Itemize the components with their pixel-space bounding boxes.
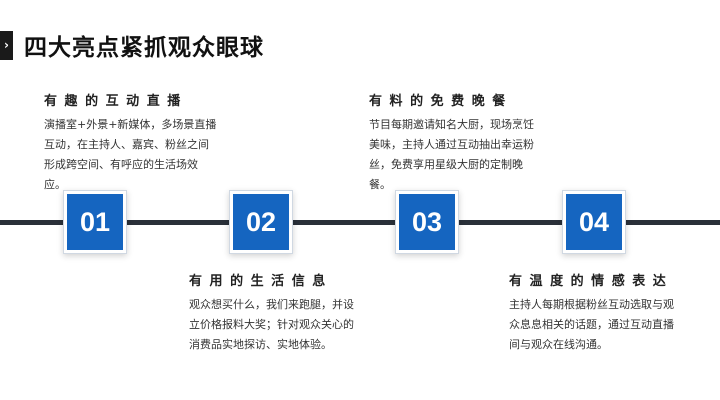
timeline-line bbox=[0, 220, 720, 225]
highlight-desc: 节目每期邀请知名大厨，现场烹饪美味，主持人通过互动抽出幸运粉丝，免费享用星级大厨… bbox=[369, 118, 534, 191]
highlight-title: 有趣的互动直播 bbox=[44, 94, 188, 109]
highlight-block-4: 有温度的情感表达 主持人每期根据粉丝互动选取与观众息息相关的话题，通过互动直播间… bbox=[509, 270, 684, 355]
page-title: 四大亮点紧抓观众眼球 bbox=[24, 35, 264, 61]
timeline-node-01: 01 bbox=[63, 190, 127, 254]
node-number: 01 bbox=[67, 194, 123, 250]
highlight-block-1: 有趣的互动直播 演播室+外景+新媒体，多场景直播互动，在主持人、嘉宾、粉丝之间形… bbox=[44, 90, 219, 195]
title-chevron-icon: › bbox=[0, 31, 13, 60]
timeline-node-04: 04 bbox=[562, 190, 626, 254]
highlight-desc: 演播室+外景+新媒体，多场景直播互动，在主持人、嘉宾、粉丝之间形成跨空间、有呼应… bbox=[44, 118, 217, 191]
node-number: 04 bbox=[566, 194, 622, 250]
highlight-desc: 观众想买什么，我们来跑腿，并设立价格报料大奖；针对观众关心的消费品实地探访、实地… bbox=[189, 298, 354, 351]
highlight-desc: 主持人每期根据粉丝互动选取与观众息息相关的话题，通过互动直播间与观众在线沟通。 bbox=[509, 298, 674, 351]
highlight-title: 有用的生活信息 bbox=[189, 274, 333, 289]
highlight-title: 有料的免费晚餐 bbox=[369, 94, 513, 109]
node-number: 02 bbox=[233, 194, 289, 250]
node-number: 03 bbox=[399, 194, 455, 250]
highlight-block-3: 有料的免费晚餐 节目每期邀请知名大厨，现场烹饪美味，主持人通过互动抽出幸运粉丝，… bbox=[369, 90, 544, 195]
highlight-block-2: 有用的生活信息 观众想买什么，我们来跑腿，并设立价格报料大奖；针对观众关心的消费… bbox=[189, 270, 364, 355]
timeline-node-02: 02 bbox=[229, 190, 293, 254]
timeline-node-03: 03 bbox=[395, 190, 459, 254]
highlight-title: 有温度的情感表达 bbox=[509, 274, 674, 289]
